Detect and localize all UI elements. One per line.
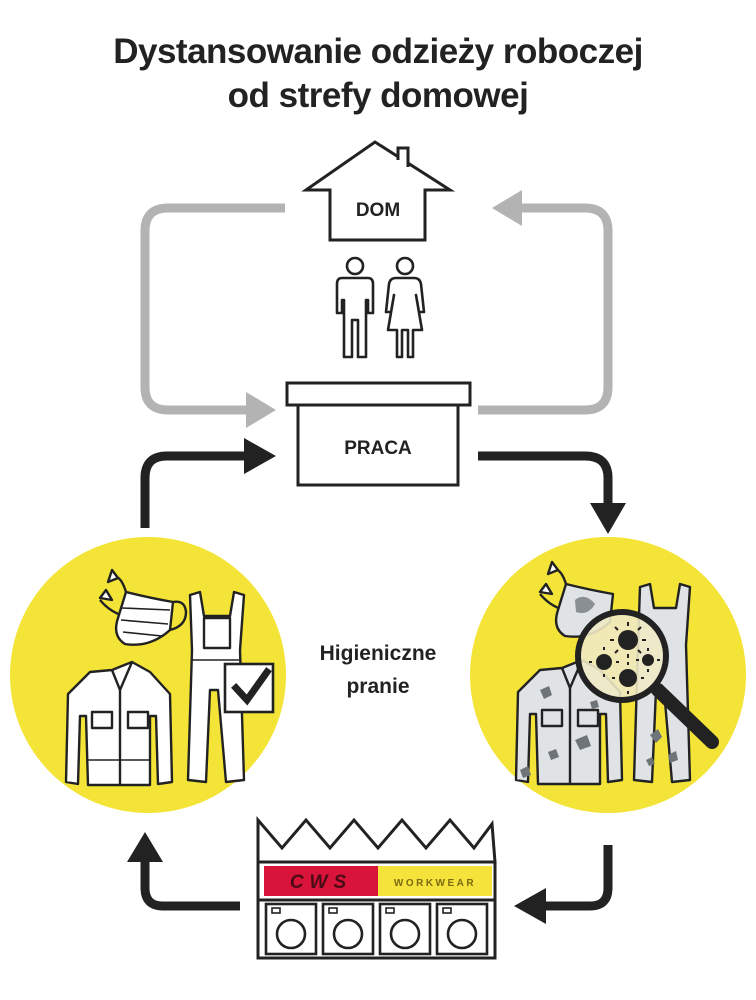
- house-icon: [301, 140, 456, 242]
- brand-yellow-panel: [378, 866, 492, 896]
- home-label: DOM: [356, 200, 400, 221]
- arrowhead-work: [244, 438, 276, 474]
- checkmark-icon: [223, 662, 275, 714]
- arrowhead-clean: [127, 832, 163, 862]
- laundry-label-line-1: Higieniczne: [320, 642, 437, 665]
- grey-arrowhead-right: [492, 190, 522, 226]
- page-title: Dystansowanie odzieży roboczej od strefy…: [0, 30, 756, 118]
- grey-arrow-left: [140, 203, 285, 415]
- arrowhead-factory: [514, 888, 546, 924]
- grey-arrowhead-left: [246, 392, 276, 428]
- overalls-icon: [186, 590, 246, 784]
- washing-machine-3: [378, 902, 432, 956]
- title-line-2: od strefy domowej: [227, 76, 529, 115]
- grey-arrow-right: [478, 203, 613, 415]
- arrowhead-dirty: [590, 503, 626, 534]
- woman-icon: [384, 256, 426, 359]
- arrow-factory-to-clean: [140, 860, 240, 911]
- laundry-label-line-2: pranie: [346, 675, 409, 698]
- jacket-icon: [64, 660, 174, 787]
- arrow-laundry-to-work: [140, 451, 248, 528]
- brand-logo: CWS: [290, 872, 352, 893]
- mask-icon: [98, 568, 188, 646]
- arrow-work-to-dirty: [478, 451, 613, 505]
- grey-loop-arrows: [140, 203, 613, 415]
- washing-machine-icon: [264, 902, 489, 956]
- washing-machine-2: [321, 902, 375, 956]
- virus-icon: [589, 622, 660, 694]
- washing-machine-1: [264, 902, 318, 956]
- washing-machine-4: [435, 902, 489, 956]
- arrow-dirty-to-factory: [545, 845, 613, 911]
- man-icon: [335, 256, 375, 359]
- brand-red-panel: [264, 866, 378, 896]
- brand-subtitle: WORKWEAR: [394, 878, 476, 889]
- box-icon: [285, 381, 472, 487]
- title-line-1: Dystansowanie odzieży roboczej: [113, 32, 643, 71]
- black-cycle-arrows: [140, 451, 613, 911]
- work-label: PRACA: [344, 438, 412, 459]
